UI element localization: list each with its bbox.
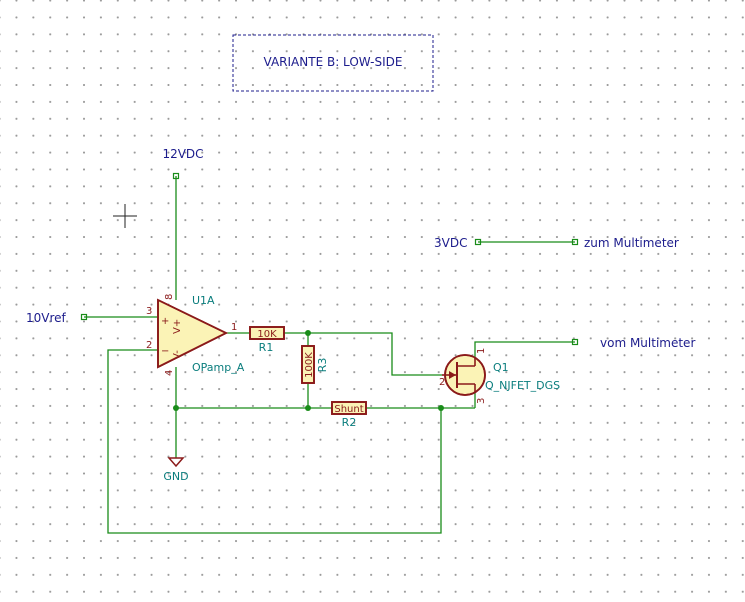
vref-label: 10Vref bbox=[26, 311, 67, 325]
opamp-vminus-mark: V- bbox=[172, 350, 183, 360]
opamp-pin-8: 8 bbox=[164, 294, 175, 300]
resistor-r1[interactable]: 10K bbox=[249, 326, 285, 340]
jfet-gate-arrow-icon bbox=[449, 371, 456, 379]
opamp-pin-3: 3 bbox=[146, 306, 152, 317]
q1-ref: Q1 bbox=[493, 361, 509, 374]
r2-value: Shunt bbox=[334, 404, 363, 415]
opamp-u1a[interactable]: + − V+ V- 3 2 1 8 4 bbox=[146, 294, 237, 376]
opamp-pin-2: 2 bbox=[146, 340, 152, 351]
cursor-crosshair-icon bbox=[113, 204, 137, 228]
connection-points bbox=[80, 172, 579, 346]
gnd-symbol bbox=[167, 457, 185, 468]
opamp-pin-4: 4 bbox=[164, 370, 175, 376]
r3-ref: R3 bbox=[316, 358, 329, 373]
to-meter-label: zum Multimeter bbox=[584, 236, 679, 250]
opamp-value: OPamp_A bbox=[192, 361, 245, 374]
v3-label: 3VDC bbox=[434, 236, 467, 250]
resistor-r3[interactable]: 100K bbox=[301, 345, 315, 384]
r1-value: 10K bbox=[257, 329, 277, 340]
q1-value: Q_NJFET_DGS bbox=[485, 379, 560, 392]
opamp-plus-mark: + bbox=[161, 316, 169, 327]
opamp-pin-1: 1 bbox=[231, 322, 237, 333]
resistor-r2-shunt[interactable]: Shunt bbox=[331, 401, 367, 415]
r3-value: 100K bbox=[304, 352, 315, 378]
r2-ref: R2 bbox=[342, 416, 357, 429]
jfet-q1[interactable]: 1 2 3 bbox=[439, 348, 487, 404]
gnd-label: GND bbox=[163, 470, 188, 483]
r1-ref: R1 bbox=[259, 341, 274, 354]
q1-pin-1: 1 bbox=[476, 348, 487, 354]
title-box bbox=[232, 34, 434, 92]
opamp-ref: U1A bbox=[192, 294, 215, 307]
from-meter-label: vom Multimeter bbox=[600, 336, 695, 350]
title-text: VARIANTE B: LOW-SIDE bbox=[264, 55, 403, 69]
junctions bbox=[173, 330, 444, 411]
opamp-minus-mark: − bbox=[161, 346, 169, 357]
opamp-vplus-mark: V+ bbox=[172, 319, 183, 334]
q1-pin-2: 2 bbox=[439, 377, 445, 388]
q1-pin-3: 3 bbox=[476, 398, 487, 404]
vcc-label: 12VDC bbox=[162, 147, 203, 161]
